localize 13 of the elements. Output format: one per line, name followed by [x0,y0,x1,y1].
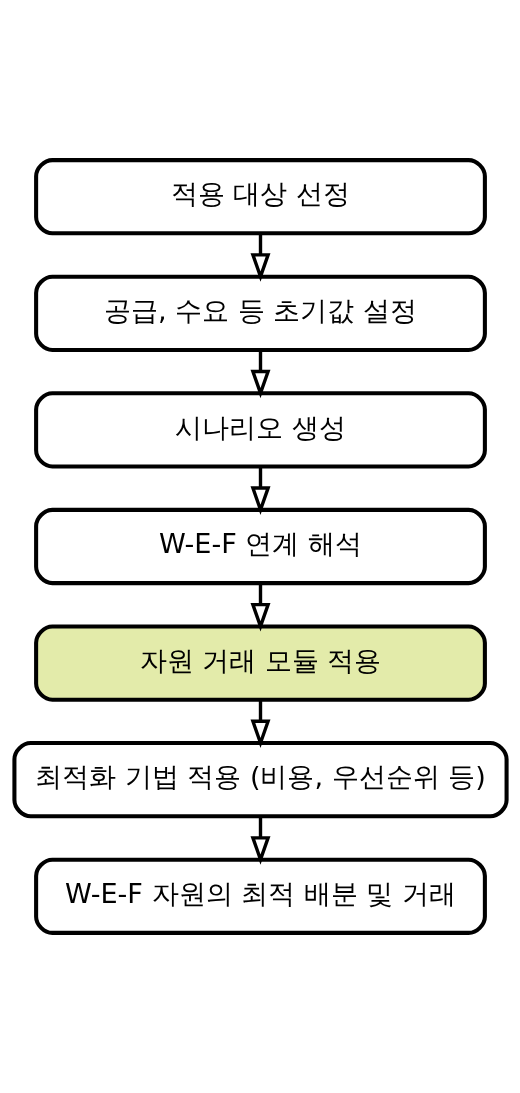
node-box: 시나리오 생성 [33,391,487,469]
arrow [250,350,270,399]
node-box: W-E-F 자원의 최적 배분 및 거래 [33,857,487,935]
arrow [250,233,270,282]
node-box: 자원 거래 모듈 적용 [33,624,487,702]
node-box: W-E-F 연계 해석 [33,507,487,586]
node-box: 적용 대상 선정 [33,158,487,236]
arrow [250,583,270,632]
node-box: 공급, 수요 등 초기값 설정 [33,274,487,352]
arrow [250,816,270,865]
arrow [250,466,270,515]
arrow [250,699,270,749]
node-box: 최적화 기법 적용 (비용, 우선순위 등) [11,741,509,819]
